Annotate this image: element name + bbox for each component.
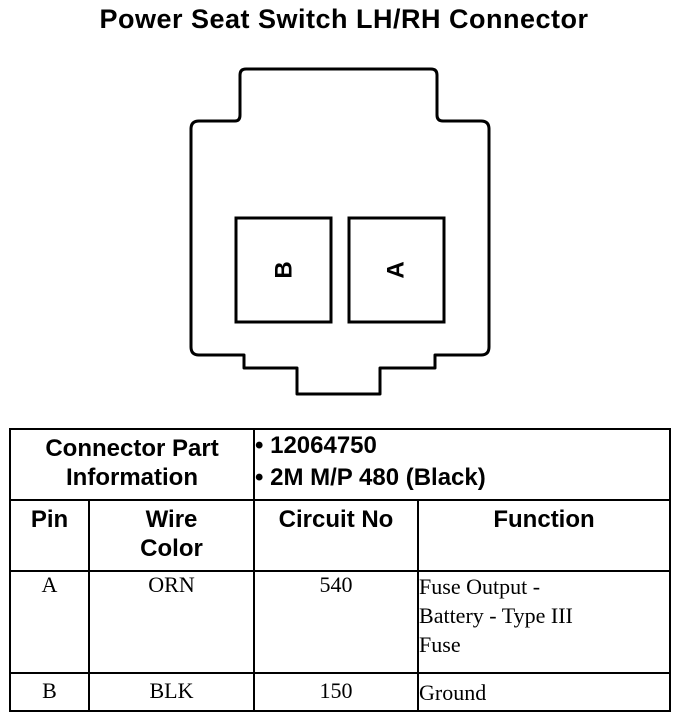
row-b-wire-color: BLK: [87, 672, 256, 712]
header-circuit: Circuit No: [253, 499, 420, 572]
header-row: Pin Wire Color Circuit No Function: [9, 499, 672, 572]
part-info-label-line2: Information: [66, 464, 198, 491]
connector-drawing: B A: [189, 67, 491, 396]
cavity-a: [347, 216, 446, 324]
pin-label-b: B: [271, 261, 298, 278]
part-info-label-line1: Connector Part: [45, 435, 219, 462]
part-numbers-cell: • 12064750 • 2M M/P 480 (Black): [253, 428, 672, 501]
row-a-function: Fuse Output - Battery - Type III Fuse: [417, 570, 672, 674]
row-a-pin: A: [9, 570, 90, 674]
part-number-item: • 12064750: [255, 432, 377, 459]
header-function: Function: [417, 499, 672, 572]
connector-info-table: Connector Part Information • 12064750 • …: [8, 428, 672, 712]
row-b-circuit: 150: [253, 672, 420, 712]
part-info-label-cell: Connector Part Information: [8, 428, 256, 501]
header-pin: Pin: [9, 499, 90, 572]
row-b-function: Ground: [417, 672, 672, 712]
cavity-b: [234, 216, 333, 324]
row-a-circuit: 540: [253, 570, 420, 674]
part-info-row: Connector Part Information • 12064750 • …: [8, 428, 672, 501]
table-row: A ORN 540 Fuse Output - Battery - Type I…: [9, 570, 672, 674]
part-number-item: • 2M M/P 480 (Black): [255, 464, 486, 491]
row-b-pin: B: [9, 672, 90, 712]
table-row: B BLK 150 Ground: [9, 672, 672, 712]
pin-label-a: A: [383, 261, 410, 278]
diagram-title: Power Seat Switch LH/RH Connector: [99, 4, 589, 34]
row-a-wire-color: ORN: [87, 570, 256, 674]
connector-housing-outline: [189, 67, 491, 396]
header-wire-color: Wire Color: [87, 499, 256, 572]
